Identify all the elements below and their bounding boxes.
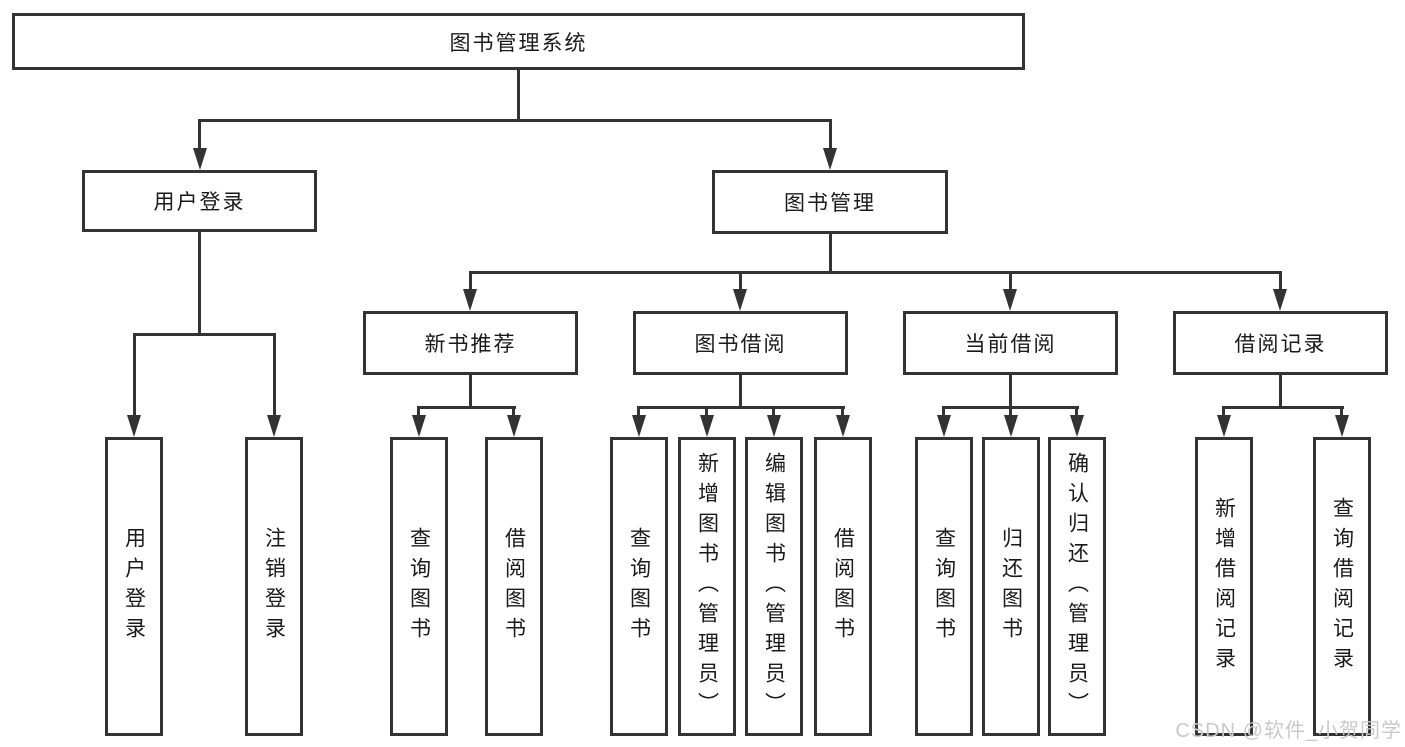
node-library-management-system: 图书管理系统 [12, 13, 1025, 70]
leaf-logout: 注销登录 [245, 437, 303, 736]
connector-line [469, 271, 472, 291]
leaf-query-books-current: 查询图书 [915, 437, 973, 736]
arrow-down-icon [1273, 289, 1287, 311]
leaf-borrow-books-borrowing: 借阅图书 [814, 437, 872, 736]
connector-line [1279, 375, 1282, 408]
leaf-query-books-recommend: 查询图书 [390, 437, 448, 736]
connector-line [1075, 406, 1078, 417]
leaf-query-borrow-record: 查询借阅记录 [1313, 437, 1371, 736]
leaf-label: 确认归还（管理员） [1065, 451, 1089, 722]
leaf-confirm-return-admin: 确认归还（管理员） [1048, 437, 1106, 736]
connector-line [638, 406, 845, 409]
connector-line [1009, 375, 1012, 408]
connector-line [739, 375, 742, 408]
connector-line [198, 119, 832, 122]
node-label: 图书管理系统 [449, 31, 588, 55]
connector-line [133, 333, 136, 417]
node-label: 借阅记录 [1234, 333, 1327, 356]
arrow-down-icon [193, 148, 207, 170]
node-label: 图书借阅 [694, 333, 787, 356]
connector-line [198, 232, 201, 335]
arrow-down-icon [937, 415, 951, 437]
leaf-label: 用户登录 [122, 526, 146, 647]
connector-line [198, 119, 201, 150]
connector-line [469, 271, 1282, 274]
leaf-add-borrow-record: 新增借阅记录 [1195, 437, 1253, 736]
arrow-down-icon [1004, 415, 1018, 437]
arrow-down-icon [1003, 289, 1017, 311]
connector-line [772, 406, 775, 417]
leaf-query-books-borrowing: 查询图书 [610, 437, 668, 736]
leaf-label: 编辑图书（管理员） [762, 451, 786, 722]
connector-line [417, 406, 420, 417]
arrow-down-icon [507, 415, 521, 437]
node-label: 图书管理 [784, 192, 876, 215]
arrow-down-icon [836, 415, 850, 437]
node-new-book-recommendation: 新书推荐 [363, 311, 578, 375]
connector-line [942, 406, 945, 417]
connector-line [512, 406, 515, 417]
node-label: 新书推荐 [424, 333, 517, 356]
node-current-borrowing: 当前借阅 [903, 311, 1118, 375]
connector-line [1009, 271, 1012, 291]
connector-line [739, 271, 742, 291]
node-label: 当前借阅 [964, 333, 1057, 356]
connector-line [829, 119, 832, 150]
node-label: 用户登录 [153, 191, 246, 214]
leaf-label: 归还图书 [999, 526, 1023, 647]
arrow-down-icon [733, 289, 747, 311]
leaf-label: 注销登录 [262, 526, 286, 647]
connector-line [1279, 271, 1282, 291]
connector-line [1223, 406, 1344, 409]
connector-line [705, 406, 708, 417]
leaf-label: 新增借阅记录 [1212, 496, 1236, 677]
arrow-down-icon [823, 148, 837, 170]
connector-line [1340, 406, 1343, 417]
arrow-down-icon [412, 415, 426, 437]
node-borrowing-records: 借阅记录 [1173, 311, 1388, 375]
leaf-return-book: 归还图书 [982, 437, 1040, 736]
csdn-watermark: CSDN @软件_小贺同学 [1175, 720, 1402, 742]
leaf-label: 查询图书 [932, 526, 956, 647]
arrow-down-icon [700, 415, 714, 437]
leaf-label: 新增图书（管理员） [695, 451, 719, 722]
connector-line [829, 234, 832, 273]
arrow-down-icon [127, 415, 141, 437]
arrow-down-icon [1217, 415, 1231, 437]
connector-line [1222, 406, 1225, 417]
node-book-management: 图书管理 [712, 170, 948, 234]
node-book-borrowing: 图书借阅 [633, 311, 848, 375]
leaf-user-login: 用户登录 [105, 437, 163, 736]
connector-line [469, 375, 472, 408]
arrow-down-icon [632, 415, 646, 437]
leaf-label: 借阅图书 [831, 526, 855, 647]
node-user-login: 用户登录 [82, 170, 317, 232]
connector-line [841, 406, 844, 417]
leaf-borrow-books-recommend: 借阅图书 [485, 437, 543, 736]
arrow-down-icon [463, 289, 477, 311]
connector-line [637, 406, 640, 417]
leaf-add-book-admin: 新增图书（管理员） [678, 437, 736, 736]
connector-line [517, 70, 520, 121]
connector-line [1009, 406, 1012, 417]
connector-line [133, 333, 276, 336]
arrow-down-icon [267, 415, 281, 437]
leaf-edit-book-admin: 编辑图书（管理员） [745, 437, 803, 736]
arrow-down-icon [1335, 415, 1349, 437]
leaf-label: 查询图书 [407, 526, 431, 647]
leaf-label: 查询借阅记录 [1330, 496, 1354, 677]
arrow-down-icon [767, 415, 781, 437]
connector-line [418, 406, 516, 409]
leaf-label: 查询图书 [627, 526, 651, 647]
leaf-label: 借阅图书 [502, 526, 526, 647]
connector-line [273, 333, 276, 417]
arrow-down-icon [1070, 415, 1084, 437]
